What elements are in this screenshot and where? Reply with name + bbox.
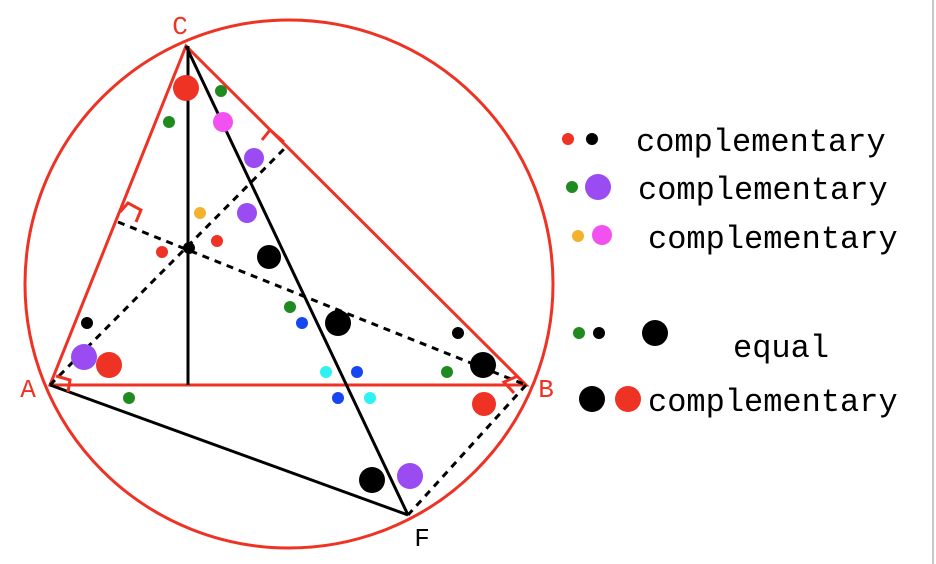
- dot-green-small: [284, 301, 296, 313]
- legend-text: complementary: [638, 172, 888, 209]
- dot-black-large: [325, 310, 351, 336]
- dot-purple-medium: [244, 148, 264, 168]
- dot-black-small: [81, 317, 93, 329]
- segment-b-to-f-dashed: [406, 383, 528, 517]
- right-angle-mark-b: [501, 374, 519, 395]
- right-angle-mark-a: [55, 374, 72, 393]
- legend-row: equal: [573, 320, 829, 367]
- dot-red-large: [173, 75, 199, 101]
- dot-orange-small: [194, 207, 206, 219]
- point-label-c: C: [172, 12, 188, 42]
- dot-black-large: [257, 245, 281, 269]
- legend-dot-red-large: [615, 386, 641, 412]
- dot-purple-large: [71, 344, 97, 370]
- right-angle-mark-ac: [118, 201, 143, 223]
- dot-black-small: [452, 327, 464, 339]
- dot-magenta-medium: [213, 112, 233, 132]
- dot-red-small: [156, 246, 168, 258]
- altitude-from-a-dashed: [48, 144, 289, 387]
- legend: complementary complementary complementar…: [562, 124, 898, 421]
- orthocenter-point: [183, 242, 195, 254]
- legend-text: equal: [733, 330, 829, 367]
- dot-purple-medium: [237, 203, 257, 223]
- dot-red-small: [211, 235, 223, 247]
- altitude-from-b-dashed: [117, 220, 527, 387]
- legend-dot-orange-small: [572, 230, 584, 242]
- right-angle-mark-bc: [260, 127, 285, 144]
- legend-dot-green-small: [566, 181, 578, 193]
- legend-dot-black-small: [586, 133, 598, 145]
- dot-blue-small: [332, 392, 344, 404]
- dot-green-small: [123, 392, 135, 404]
- legend-dot-black-small: [593, 327, 605, 339]
- circumcircle: [23, 18, 555, 550]
- point-label-a: A: [20, 375, 36, 405]
- legend-dot-magenta-medium: [592, 225, 612, 245]
- dot-blue-small: [296, 317, 308, 329]
- legend-row: complementary: [562, 124, 886, 161]
- legend-row: complementary: [579, 384, 898, 421]
- dot-green-small: [215, 85, 227, 97]
- dot-cyan-small: [364, 392, 376, 404]
- legend-text: complementary: [636, 124, 886, 161]
- legend-text: complementary: [648, 221, 898, 258]
- legend-row: complementary: [566, 172, 888, 209]
- dot-red-large: [96, 352, 122, 378]
- dot-black-large: [470, 352, 496, 378]
- legend-row: complementary: [572, 221, 898, 258]
- dot-black-large: [359, 467, 385, 493]
- legend-dot-green-small: [573, 327, 585, 339]
- dot-cyan-small: [320, 366, 332, 378]
- dot-green-small: [163, 116, 175, 128]
- point-label-b: B: [538, 375, 554, 405]
- legend-dot-black-large: [579, 386, 605, 412]
- triangle-abc: [47, 43, 530, 387]
- dot-blue-small: [351, 366, 363, 378]
- dot-green-small: [441, 366, 453, 378]
- dot-purple-large: [397, 463, 423, 489]
- legend-dot-black-large: [642, 320, 668, 346]
- legend-dot-red-small: [562, 133, 574, 145]
- legend-dot-purple-large: [585, 174, 611, 200]
- segment-a-to-f: [49, 383, 409, 517]
- point-label-f: F: [414, 524, 430, 554]
- legend-text: complementary: [648, 384, 898, 421]
- dot-red-large: [472, 392, 496, 416]
